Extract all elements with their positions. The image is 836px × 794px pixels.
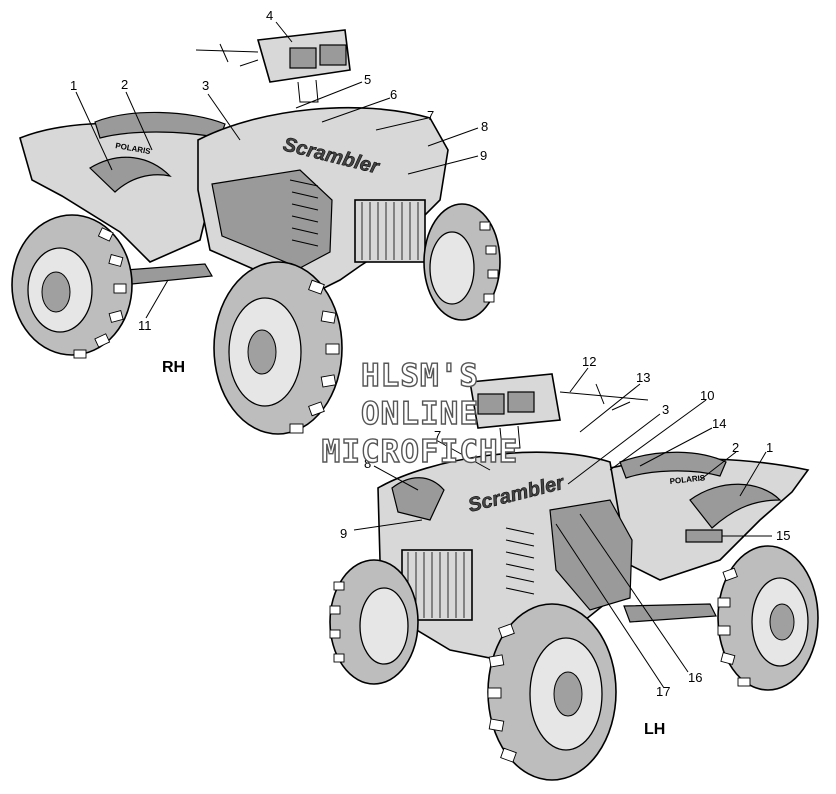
- rh-callout-1: 1: [70, 78, 77, 93]
- lh-seat: [619, 451, 727, 479]
- lh-view-label: LH: [644, 721, 665, 738]
- lh-rear-wheel: [717, 545, 819, 691]
- watermark: HLSM'S ONLINE MICROFICHE: [321, 357, 519, 470]
- lh-callout-16: 16: [688, 670, 702, 685]
- rh-callout-9: 9: [480, 148, 487, 163]
- watermark-line-1: HLSM'S: [361, 358, 479, 394]
- atv-rh-view: Scrambler POLARIS: [11, 8, 501, 435]
- lh-headlight-left: [477, 393, 505, 415]
- rh-rear-wheel-far: [423, 203, 501, 321]
- rh-callout-7: 7: [427, 108, 434, 123]
- rh-rear-wheel: [11, 214, 133, 359]
- rh-callout-6: 6: [390, 87, 397, 102]
- lh-side-panel: [549, 499, 633, 611]
- rh-callout-3: 3: [202, 78, 209, 93]
- lh-callout-7: 7: [434, 428, 441, 443]
- lh-handlebar: [559, 383, 649, 411]
- rh-headlight-left: [289, 47, 317, 69]
- rh-callout-11: 11: [138, 318, 152, 333]
- lh-front-nose: [391, 477, 445, 521]
- lh-callout-12: 12: [582, 354, 596, 369]
- lh-callout-14: 14: [712, 416, 726, 431]
- lh-flame-decal: [689, 483, 782, 529]
- rh-callout-2: 2: [121, 77, 128, 92]
- lh-leader-lines: [353, 367, 772, 689]
- rh-handlebar: [195, 43, 259, 67]
- rh-callout-8: 8: [481, 119, 488, 134]
- lh-callout-numbers: 12 13 3 10 14 7 2 1 8 9 15 16 17: [340, 354, 790, 699]
- lh-callout-3: 3: [662, 402, 669, 417]
- rh-callout-5: 5: [364, 72, 371, 87]
- watermark-line-2: ONLINE: [361, 396, 479, 432]
- rh-grill: [354, 199, 426, 263]
- lh-callout-15: 15: [776, 528, 790, 543]
- lh-callout-10: 10: [700, 388, 714, 403]
- lh-callout-2: 2: [732, 440, 739, 455]
- rh-view-label: RH: [162, 359, 185, 376]
- watermark-line-3: MICROFICHE: [322, 434, 519, 470]
- rh-headlight-right: [319, 44, 347, 66]
- lh-rear-wheel-far: [329, 559, 419, 685]
- lh-brand-decal: POLARIS: [669, 473, 706, 486]
- lh-callout-9: 9: [340, 526, 347, 541]
- lh-front-wheel: [487, 603, 617, 781]
- rh-leader-lines: [75, 21, 479, 319]
- lh-callout-13: 13: [636, 370, 650, 385]
- rh-callout-numbers: 1 2 3 4 5 6 7 8 9 11: [70, 8, 488, 333]
- lh-headlight-right: [507, 391, 535, 413]
- lh-sticker-15: [685, 529, 723, 543]
- lh-callout-17: 17: [656, 684, 670, 699]
- lh-callout-1: 1: [766, 440, 773, 455]
- lh-callout-8: 8: [364, 456, 371, 471]
- rh-callout-4: 4: [266, 8, 273, 23]
- rh-front-wheel: [213, 261, 343, 435]
- atv-lh-view: Scrambler POLARIS: [329, 354, 819, 781]
- rh-footrest: [124, 263, 213, 285]
- lh-footrest: [623, 603, 717, 623]
